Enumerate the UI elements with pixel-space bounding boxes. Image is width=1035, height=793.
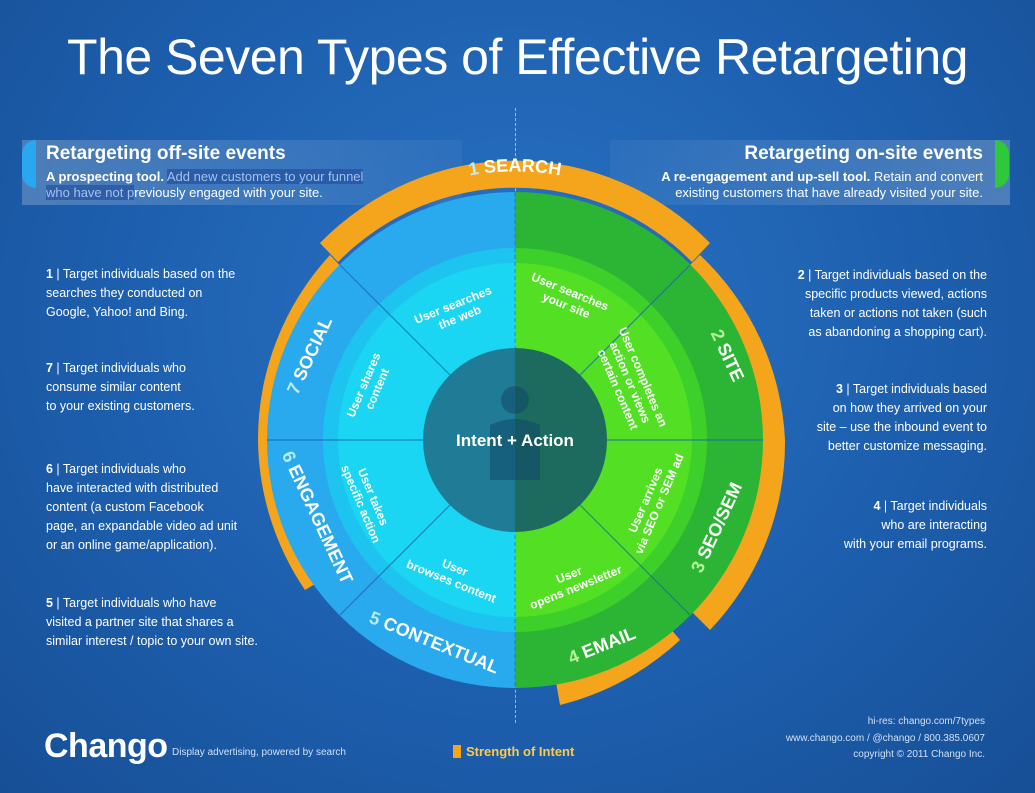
hires-link[interactable]: hi-res: chango.com/7types: [867, 716, 985, 727]
note-line: with your email programs.: [843, 537, 987, 551]
note-line: specific products viewed, actions: [804, 287, 987, 301]
note-line: as abandoning a shopping cart).: [808, 325, 987, 339]
note-number: 4: [873, 499, 881, 513]
offsite-rest-text: reviously engaged with your site.: [134, 185, 323, 200]
onsite-lead: A re-engagement and up-sell tool.: [661, 169, 871, 184]
note-1: 1 | Target individuals based on the sear…: [46, 265, 235, 322]
note-line: searches they conducted on: [46, 286, 203, 300]
onsite-banner-cap: [995, 140, 1009, 188]
note-number: 2: [797, 268, 805, 282]
onsite-description: A re-engagement and up-sell tool. Retain…: [653, 169, 983, 201]
legend-strength-of-intent: Strength of Intent: [453, 744, 574, 759]
intent-arc-site: [683, 255, 785, 440]
offsite-banner-cap: [22, 140, 36, 188]
note-line: taken or actions not taken (such: [809, 306, 987, 320]
note-line: page, an expandable video ad unit: [46, 519, 238, 533]
note-line: better customize messaging.: [827, 439, 987, 453]
note-number: 6: [46, 462, 53, 476]
legend-label: Strength of Intent: [466, 744, 575, 759]
note-line: who are interacting: [881, 518, 987, 532]
note-6: 6 | Target individuals who have interact…: [46, 460, 237, 555]
note-number: 7: [46, 361, 53, 375]
legend-swatch: [453, 745, 461, 758]
intent-arc-seo: [692, 440, 786, 630]
center-right: [515, 348, 607, 532]
note-line: or an online game/application).: [46, 538, 217, 552]
chango-logo: Chango: [44, 727, 168, 765]
note-line: consume similar content: [46, 380, 181, 394]
page-title: The Seven Types of Effective Retargeting: [67, 29, 968, 85]
offsite-description: A prospecting tool. Add new customers to…: [46, 169, 386, 201]
note-5: 5 | Target individuals who have visited …: [46, 594, 258, 651]
center-left: [423, 348, 515, 532]
note-3: 3 | Target individuals based on how they…: [817, 380, 987, 456]
center-label: Intent + Action: [456, 431, 574, 450]
onsite-banner: [610, 140, 1010, 205]
note-line: | Target individuals who: [52, 462, 186, 476]
offsite-heading: Retargeting off-site events: [46, 143, 286, 164]
copyright: copyright © 2011 Chango Inc.: [853, 749, 985, 760]
contact-info[interactable]: www.chango.com / @chango / 800.385.0607: [785, 733, 985, 744]
note-line: have interacted with distributed: [46, 481, 219, 495]
note-number: 3: [835, 382, 843, 396]
note-line: | Target individuals based on the: [52, 267, 236, 281]
note-line: | Target individuals who have: [52, 596, 217, 610]
note-line: on how they arrived on your: [832, 401, 987, 415]
note-line: similar interest / topic to your own sit…: [46, 634, 258, 648]
note-line: | Target individuals based: [842, 382, 987, 396]
note-line: | Target individuals based on the: [804, 268, 987, 282]
onsite-text: Retain and convert existing customers th…: [675, 169, 983, 200]
note-line: | Target individuals who: [52, 361, 186, 375]
note-7: 7 | Target individuals who consume simil…: [46, 359, 195, 416]
note-number: 5: [46, 596, 53, 610]
note-line: content (a custom Facebook: [46, 500, 204, 514]
note-4: 4 | Target individuals who are interacti…: [844, 497, 987, 554]
note-line: to your existing customers.: [46, 399, 195, 413]
offsite-lead: A prospecting tool.: [46, 169, 164, 184]
note-number: 1: [46, 267, 53, 281]
segment-number: 1: [467, 158, 480, 179]
note-2: 2 | Target individuals based on the spec…: [798, 266, 987, 342]
intent-arc-search: [320, 160, 710, 262]
person-icon: [490, 386, 540, 480]
note-line: Google, Yahoo! and Bing.: [46, 305, 189, 319]
note-line: site – use the inbound event to: [816, 420, 987, 434]
note-line: | Target individuals: [880, 499, 987, 513]
note-line: visited a partner site that shares a: [46, 615, 234, 629]
tagline: Display advertising, powered by search: [172, 747, 346, 758]
onsite-heading: Retargeting on-site events: [744, 143, 983, 164]
